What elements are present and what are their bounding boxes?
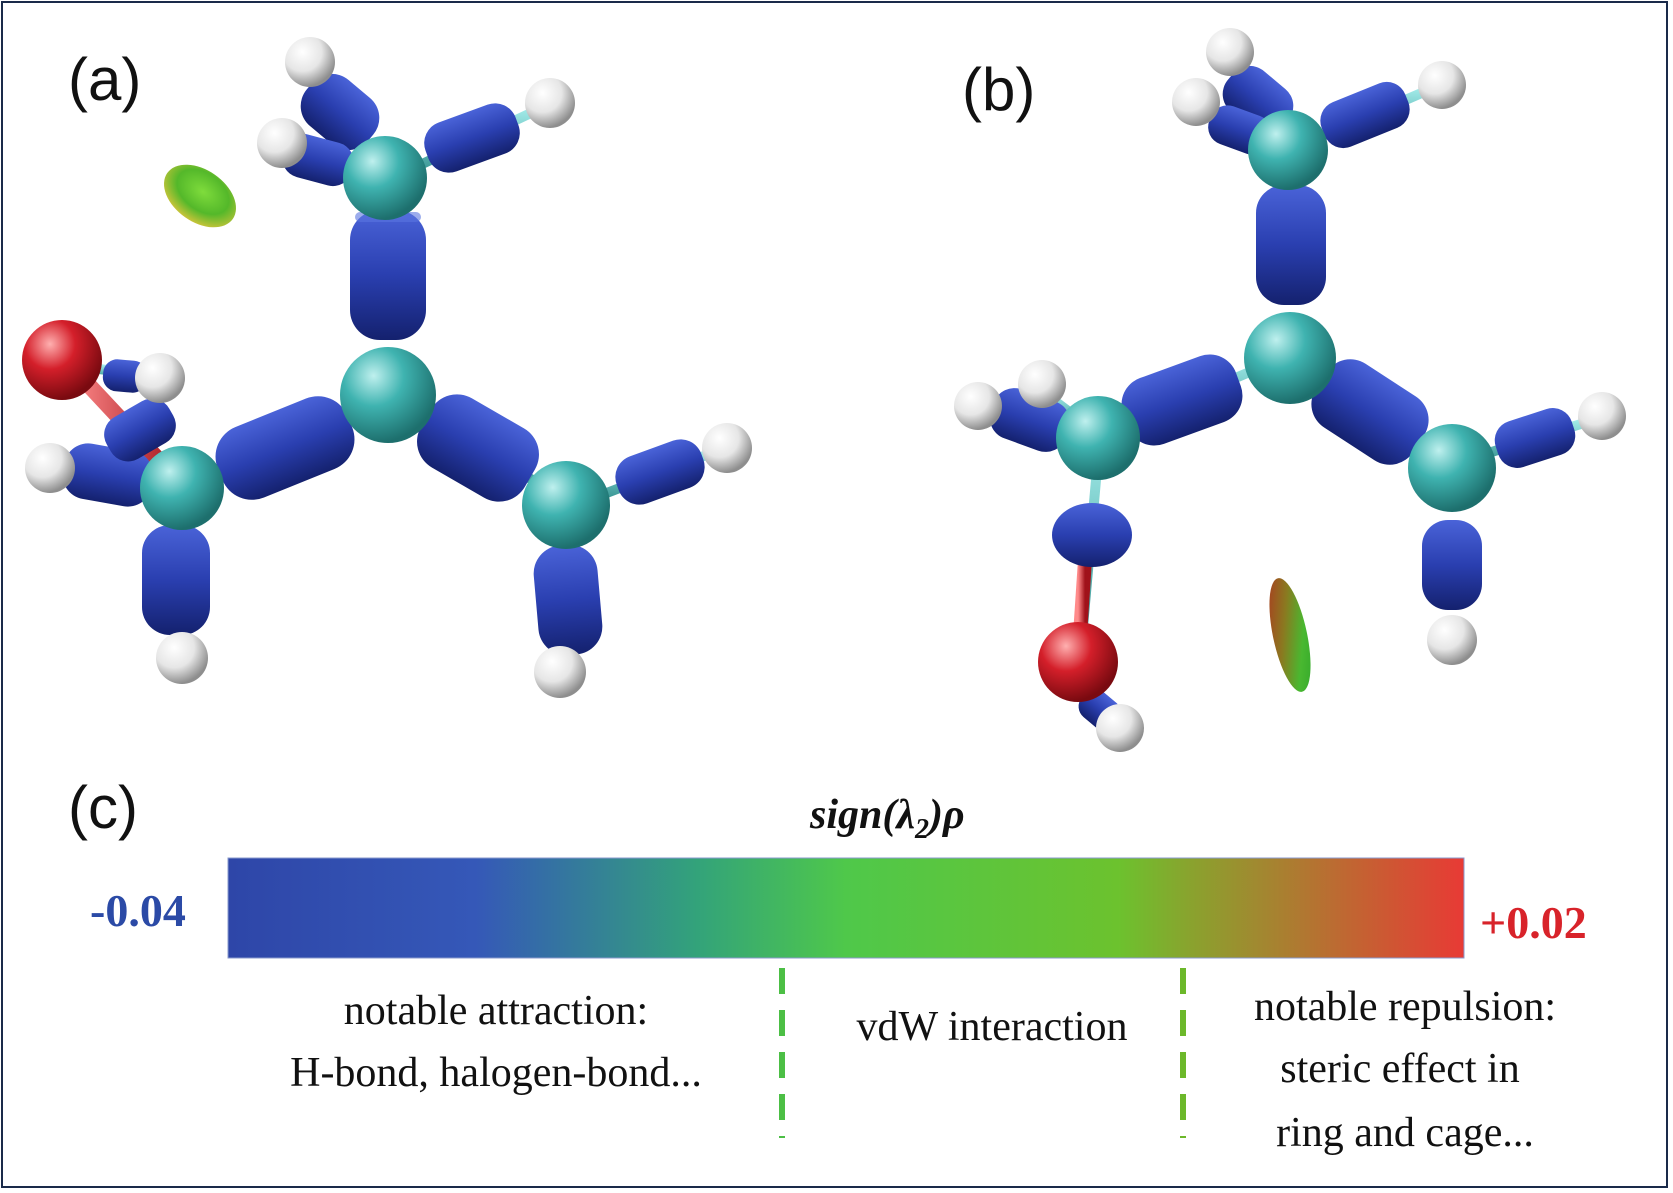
hydrogen-atom bbox=[534, 646, 586, 698]
hydrogen-atom bbox=[1578, 392, 1626, 440]
carbon-atom bbox=[1408, 424, 1496, 512]
repulsion-line-2: steric effect in bbox=[1280, 1046, 1519, 1092]
colorbar-max-label: +0.02 bbox=[1480, 897, 1587, 948]
hydrogen-atom bbox=[1018, 360, 1066, 408]
oxygen-atom bbox=[22, 320, 102, 400]
hydrogen-atom bbox=[1096, 704, 1144, 752]
panel-b-label: (b) bbox=[962, 56, 1035, 123]
panel-b-bond-surfaces bbox=[989, 65, 1576, 731]
repulsion-line-1: notable repulsion: bbox=[1254, 984, 1556, 1030]
region-attraction: notable attraction: H-bond, halogen-bond… bbox=[290, 988, 702, 1096]
region-vdw: vdW interaction bbox=[857, 1004, 1128, 1050]
panel-a-molecule bbox=[22, 37, 752, 698]
colorbar-title-subscript: 2 bbox=[914, 814, 929, 845]
hydrogen-atom bbox=[1427, 615, 1477, 665]
panel-b-atoms bbox=[954, 28, 1626, 752]
carbon-atom bbox=[522, 461, 610, 549]
panel-b-molecule bbox=[954, 28, 1626, 752]
hydrogen-atom bbox=[954, 382, 1002, 430]
oxygen-atom bbox=[1038, 622, 1118, 702]
panel-a-label: (a) bbox=[68, 46, 141, 113]
colorbar-min-label: -0.04 bbox=[90, 885, 186, 936]
region-repulsion: notable repulsion: steric effect in ring… bbox=[1254, 984, 1556, 1156]
hydrogen-atom bbox=[702, 423, 752, 473]
carbon-atom bbox=[343, 136, 427, 220]
hydrogen-atom bbox=[1172, 78, 1220, 126]
carbon-atom bbox=[1056, 396, 1140, 480]
hydrogen-atom bbox=[257, 118, 307, 168]
hydrogen-atom bbox=[1418, 61, 1466, 109]
carbon-atom bbox=[140, 446, 224, 530]
repulsion-line-3: ring and cage... bbox=[1276, 1110, 1534, 1156]
colorbar-title-end: )ρ bbox=[925, 792, 965, 838]
panel-a-atoms bbox=[22, 37, 752, 698]
hydrogen-atom bbox=[525, 78, 575, 128]
colorbar-title: sign(λ2)ρ bbox=[809, 792, 965, 845]
colorbar-gradient bbox=[227, 857, 1465, 959]
hydrogen-atom bbox=[135, 353, 185, 403]
carbon-atom bbox=[1244, 312, 1336, 404]
hydrogen-atom bbox=[25, 443, 75, 493]
hydrogen-atom bbox=[156, 632, 208, 684]
panel-b-repulsion-isosurface bbox=[1269, 578, 1311, 692]
hydrogen-atom bbox=[1206, 28, 1254, 76]
panel-a-vdw-isosurface bbox=[163, 164, 237, 228]
attraction-line-1: notable attraction: bbox=[344, 988, 648, 1034]
hydrogen-atom bbox=[285, 37, 335, 87]
panel-c-label: (c) bbox=[68, 774, 138, 841]
colorbar-title-main: sign( bbox=[809, 792, 899, 838]
carbon-atom bbox=[1248, 110, 1328, 190]
carbon-atom bbox=[340, 347, 436, 443]
colorbar-title-lambda: λ bbox=[894, 792, 915, 838]
attraction-line-2: H-bond, halogen-bond... bbox=[290, 1050, 702, 1096]
